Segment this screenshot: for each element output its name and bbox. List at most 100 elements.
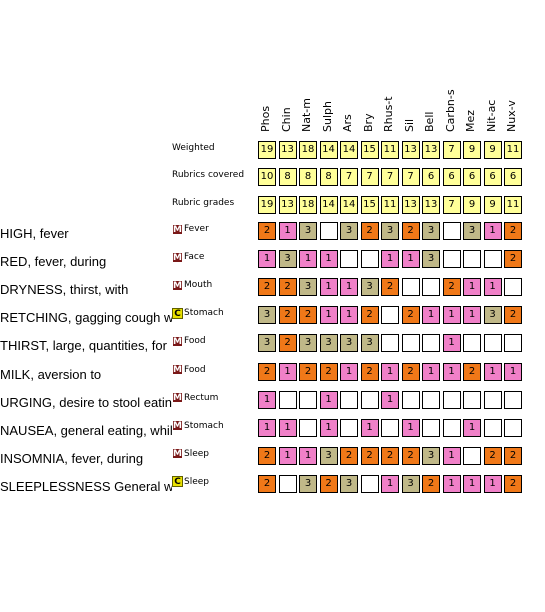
remedy-header[interactable]: Chin bbox=[279, 64, 299, 134]
grade-cell[interactable]: 1 bbox=[442, 362, 461, 381]
grade-cell[interactable] bbox=[360, 250, 379, 269]
grade-cell[interactable]: 2 bbox=[504, 250, 522, 269]
grade-cell[interactable]: 1 bbox=[422, 306, 440, 325]
grade-cell[interactable]: 3 bbox=[299, 222, 317, 240]
grade-cell[interactable]: 3 bbox=[463, 222, 481, 240]
grade-cell[interactable]: 1 bbox=[278, 362, 297, 381]
grade-cell[interactable]: 1 bbox=[463, 278, 481, 297]
grade-cell[interactable]: 1 bbox=[360, 418, 379, 437]
remedy-header[interactable]: Sil bbox=[402, 64, 422, 134]
grade-cell[interactable]: 1 bbox=[381, 250, 399, 269]
grade-cell[interactable]: 3 bbox=[381, 222, 399, 240]
grade-cell[interactable]: 3 bbox=[483, 306, 502, 325]
grade-cell[interactable]: 1 bbox=[340, 278, 358, 297]
grade-cell[interactable]: 1 bbox=[299, 250, 317, 269]
grade-cell[interactable] bbox=[463, 250, 481, 269]
rubric-text[interactable]: HIGH, fever bbox=[0, 226, 69, 241]
grade-cell[interactable]: 2 bbox=[381, 446, 399, 465]
grade-cell[interactable]: 2 bbox=[401, 446, 420, 465]
grade-cell[interactable]: 3 bbox=[258, 334, 276, 353]
grade-cell[interactable]: 1 bbox=[381, 474, 399, 493]
grade-cell[interactable] bbox=[422, 418, 440, 437]
grade-cell[interactable] bbox=[463, 446, 481, 465]
grade-cell[interactable]: 1 bbox=[319, 278, 338, 297]
grade-cell[interactable]: 2 bbox=[381, 278, 399, 297]
remedy-header[interactable]: Nux-v bbox=[504, 64, 524, 134]
grade-cell[interactable]: 2 bbox=[422, 474, 440, 493]
grade-cell[interactable] bbox=[381, 334, 399, 353]
grade-cell[interactable]: 1 bbox=[278, 446, 297, 465]
grade-cell[interactable] bbox=[401, 390, 420, 409]
remedy-header[interactable]: Nit-ac bbox=[484, 64, 504, 134]
grade-cell[interactable]: 1 bbox=[319, 418, 338, 437]
grade-cell[interactable] bbox=[422, 334, 440, 353]
grade-cell[interactable]: 1 bbox=[483, 278, 502, 297]
grade-cell[interactable]: 1 bbox=[258, 390, 276, 409]
grade-cell[interactable]: 1 bbox=[442, 474, 461, 493]
grade-cell[interactable]: 1 bbox=[258, 250, 276, 269]
grade-cell[interactable]: 2 bbox=[504, 306, 522, 325]
grade-cell[interactable]: 3 bbox=[278, 250, 297, 269]
remedy-header[interactable]: Rhus-t bbox=[381, 64, 401, 134]
grade-cell[interactable]: 2 bbox=[504, 446, 522, 465]
rubric-text[interactable]: SLEEPLESSNESS General waking bbox=[0, 478, 172, 494]
grade-cell[interactable]: 1 bbox=[463, 474, 481, 493]
grade-cell[interactable]: 2 bbox=[360, 306, 379, 325]
grade-cell[interactable]: 2 bbox=[360, 362, 379, 381]
grade-cell[interactable]: 1 bbox=[483, 222, 502, 240]
grade-cell[interactable]: 1 bbox=[258, 418, 276, 437]
grade-cell[interactable]: 2 bbox=[319, 362, 338, 381]
grade-cell[interactable] bbox=[483, 334, 502, 353]
grade-cell[interactable]: 1 bbox=[340, 306, 358, 325]
grade-cell[interactable] bbox=[401, 334, 420, 353]
grade-cell[interactable]: 2 bbox=[463, 362, 481, 381]
rubric-text[interactable]: RETCHING, gagging cough with bbox=[0, 310, 172, 326]
grade-cell[interactable]: 2 bbox=[258, 222, 276, 240]
grade-cell[interactable]: 1 bbox=[483, 474, 502, 493]
grade-cell[interactable]: 2 bbox=[299, 306, 317, 325]
grade-cell[interactable]: 1 bbox=[401, 418, 420, 437]
grade-cell[interactable] bbox=[381, 306, 399, 325]
grade-cell[interactable]: 3 bbox=[340, 334, 358, 353]
grade-cell[interactable]: 3 bbox=[422, 222, 440, 240]
grade-cell[interactable] bbox=[483, 390, 502, 409]
grade-cell[interactable] bbox=[442, 222, 461, 240]
grade-cell[interactable]: 2 bbox=[278, 278, 297, 297]
grade-cell[interactable]: 2 bbox=[504, 222, 522, 240]
grade-cell[interactable]: 3 bbox=[422, 250, 440, 269]
grade-cell[interactable] bbox=[422, 278, 440, 297]
grade-cell[interactable] bbox=[360, 390, 379, 409]
grade-cell[interactable]: 2 bbox=[401, 306, 420, 325]
rubric-text[interactable]: INSOMNIA, fever, during bbox=[0, 450, 144, 466]
grade-cell[interactable]: 2 bbox=[278, 334, 297, 353]
grade-cell[interactable] bbox=[483, 250, 502, 269]
remedy-header[interactable]: Phos bbox=[258, 64, 278, 134]
grade-cell[interactable]: 1 bbox=[442, 334, 461, 353]
grade-cell[interactable]: 2 bbox=[483, 446, 502, 465]
grade-cell[interactable] bbox=[340, 390, 358, 409]
grade-cell[interactable] bbox=[483, 418, 502, 437]
grade-cell[interactable] bbox=[319, 222, 338, 240]
grade-cell[interactable]: 3 bbox=[401, 474, 420, 493]
remedy-header[interactable]: Sulph bbox=[320, 64, 340, 134]
rubric-text[interactable]: DRYNESS, thirst, with bbox=[0, 282, 129, 298]
grade-cell[interactable]: 1 bbox=[381, 362, 399, 381]
grade-cell[interactable]: 1 bbox=[401, 250, 420, 269]
grade-cell[interactable]: 2 bbox=[442, 278, 461, 297]
grade-cell[interactable]: 1 bbox=[463, 418, 481, 437]
grade-cell[interactable]: 1 bbox=[319, 390, 338, 409]
grade-cell[interactable] bbox=[463, 334, 481, 353]
grade-cell[interactable]: 1 bbox=[483, 362, 502, 381]
grade-cell[interactable]: 1 bbox=[442, 306, 461, 325]
grade-cell[interactable]: 1 bbox=[319, 306, 338, 325]
remedy-header[interactable]: Mez bbox=[463, 64, 483, 134]
